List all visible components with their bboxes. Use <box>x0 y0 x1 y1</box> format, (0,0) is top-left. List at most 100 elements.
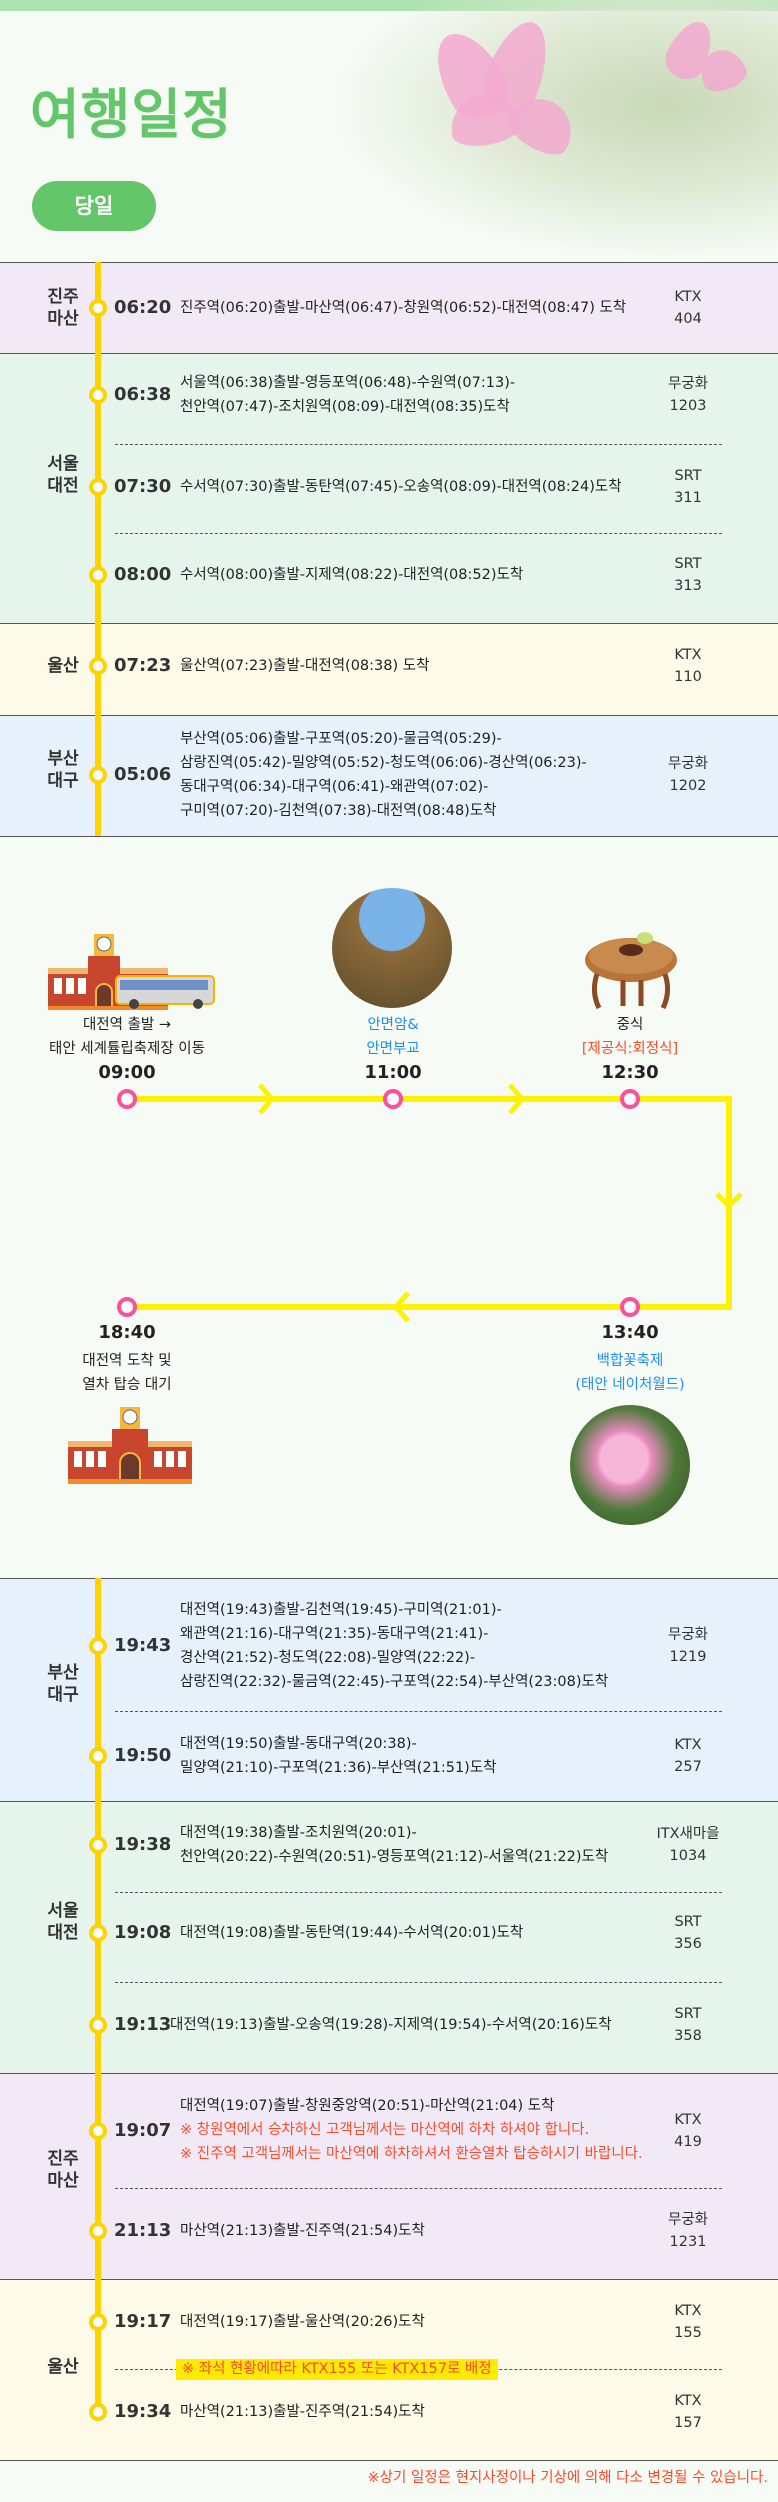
region-label-line: 대구 <box>47 1685 79 1705</box>
route-line: 삼랑진역(22:32)-물금역(22:45)-구포역(22:54)-부산역(23… <box>180 1674 609 1690</box>
train-type: 무궁화 <box>667 376 709 392</box>
timeline-stop-marker <box>89 299 107 317</box>
departure-time: 06:38 <box>114 384 172 405</box>
tour-stop-label-line: 대전역 도착 및 <box>82 1353 172 1369</box>
route-line: 밀양역(21:10)-구포역(21:36)-부산역(21:51)도착 <box>180 1760 497 1776</box>
route-line: 대전역(19:08)출발-동탄역(19:44)-수서역(20:01)도착 <box>180 1925 524 1941</box>
train-info: 무궁화 1231 <box>648 2209 728 2253</box>
train-number: 157 <box>674 2415 702 2431</box>
tour-stop-marker <box>620 1089 640 1109</box>
train-number: 313 <box>674 578 702 594</box>
lunch-table-icon <box>585 932 677 1010</box>
train-number: 257 <box>674 1759 702 1775</box>
timeline-stop-marker <box>89 2313 107 2331</box>
departure-time: 06:20 <box>114 297 172 318</box>
train-number: 110 <box>674 669 702 685</box>
route-description: 수서역(07:30)출발-동탄역(07:45)-오송역(08:09)-대전역(0… <box>180 475 622 499</box>
departure-time: 19:34 <box>114 2401 172 2422</box>
route-description: 진주역(06:20)출발-마산역(06:47)-창원역(06:52)-대전역(0… <box>180 296 626 320</box>
row-divider <box>115 1892 722 1893</box>
route-line-bottom <box>127 1304 732 1310</box>
train-number: 155 <box>674 2325 702 2341</box>
train-type: ITX새마을 <box>656 1826 720 1842</box>
route-line: 대전역(19:38)출발-조치원역(20:01)- <box>180 1825 417 1841</box>
train-number: 1231 <box>669 2234 707 2250</box>
outbound-section-울산 <box>0 623 778 716</box>
route-description: 대전역(19:50)출발-동대구역(20:38)-밀양역(21:10)-구포역(… <box>180 1732 497 1780</box>
route-line: 삼랑진역(05:42)-밀양역(05:52)-청도역(06:06)-경산역(06… <box>180 755 587 771</box>
departure-time: 07:23 <box>114 655 172 676</box>
route-description: 대전역(19:07)출발-창원중앙역(20:51)-마산역(21:04) 도착※… <box>180 2094 643 2166</box>
route-description: 대전역(19:13)출발-오송역(19:28)-지제역(19:54)-수서역(2… <box>170 2013 612 2037</box>
timeline-stop-marker <box>89 566 107 584</box>
tour-stop-label-line: 태안 세계튤립축제장 이동 <box>49 1041 205 1057</box>
departure-time: 05:06 <box>114 764 172 785</box>
route-description: 대전역(19:38)출발-조치원역(20:01)-천안역(20:22)-수원역(… <box>180 1821 608 1869</box>
route-line: 동대구역(06:34)-대구역(06:41)-왜관역(07:02)- <box>180 779 489 795</box>
departure-time: 19:50 <box>114 1745 172 1766</box>
region-label-line: 울산 <box>47 656 79 676</box>
route-line: 구미역(07:20)-김천역(07:38)-대전역(08:48)도착 <box>180 803 497 819</box>
tour-stop-label: 백합꽃축제 (태안 네이처월드) <box>510 1349 750 1397</box>
route-description: 대전역(19:43)출발-김천역(19:45)-구미역(21:01)-왜관역(2… <box>180 1598 608 1694</box>
departure-time: 19:08 <box>114 1922 172 1943</box>
departure-time: 08:00 <box>114 564 172 585</box>
train-number: 1219 <box>669 1649 707 1665</box>
row-divider <box>115 1982 722 1983</box>
region-label-line: 대구 <box>47 771 79 791</box>
tour-stop-time: 13:40 <box>601 1322 659 1343</box>
timeline-stop-marker <box>89 1836 107 1854</box>
row-divider <box>115 1711 722 1712</box>
tour-stop-marker <box>117 1297 137 1317</box>
train-type: 무궁화 <box>667 2212 709 2228</box>
arrow-left-icon <box>392 1291 410 1323</box>
region-label: 울산 <box>34 655 92 677</box>
train-number: 311 <box>674 490 702 506</box>
train-type: KTX <box>674 2303 702 2319</box>
tour-stop-label-line: 백합꽃축제 <box>596 1353 664 1369</box>
tour-stop-marker <box>383 1089 403 1109</box>
transfer-note: ※ 창원역에서 승차하신 고객님께서는 마산역에 하차 하셔야 합니다. <box>180 2122 590 2138</box>
region-label-line: 진주 <box>47 2149 79 2169</box>
inbound-section-서울대전 <box>0 1801 778 2074</box>
arrow-right-icon <box>258 1083 276 1115</box>
timeline-stop-marker <box>89 478 107 496</box>
tour-stop-time: 09:00 <box>98 1062 156 1083</box>
inbound-section-부산대구 <box>0 1578 778 1802</box>
route-line: 천안역(07:47)-조치원역(08:09)-대전역(08:35)도착 <box>180 399 510 415</box>
footer-note: ※상기 일정은 현지사정이나 기상에 의해 다소 변경될 수 있습니다. <box>367 2470 768 2486</box>
inbound-section-진주마산 <box>0 2073 778 2280</box>
train-type: KTX <box>674 2112 702 2128</box>
arrow-down-icon <box>715 1192 743 1210</box>
tour-stop-time: 18:40 <box>98 1322 156 1343</box>
region-label-line: 서울 <box>47 1901 79 1921</box>
train-number: 356 <box>674 1936 702 1952</box>
tour-stop-label-line: (태안 네이처월드) <box>575 1377 685 1393</box>
region-label-line: 대전 <box>47 476 79 496</box>
tour-stop-label: 대전역 출발 →태안 세계튤립축제장 이동 <box>7 1013 247 1061</box>
route-line: 수서역(08:00)출발-지제역(08:22)-대전역(08:52)도착 <box>180 567 524 583</box>
tour-stop-marker <box>620 1297 640 1317</box>
train-type: KTX <box>674 289 702 305</box>
station-icon <box>68 1407 192 1484</box>
train-info: KTX 155 <box>648 2300 728 2344</box>
row-divider <box>115 533 722 534</box>
route-line: 부산역(05:06)출발-구포역(05:20)-물금역(05:29)- <box>180 731 502 747</box>
arrow-right-icon <box>508 1083 526 1115</box>
route-line: 왜관역(21:16)-대구역(21:35)-동대구역(21:41)- <box>180 1626 489 1642</box>
region-label-line: 부산 <box>47 749 79 769</box>
tour-stop-label: 중식[제공식:회정식] <box>510 1013 750 1061</box>
